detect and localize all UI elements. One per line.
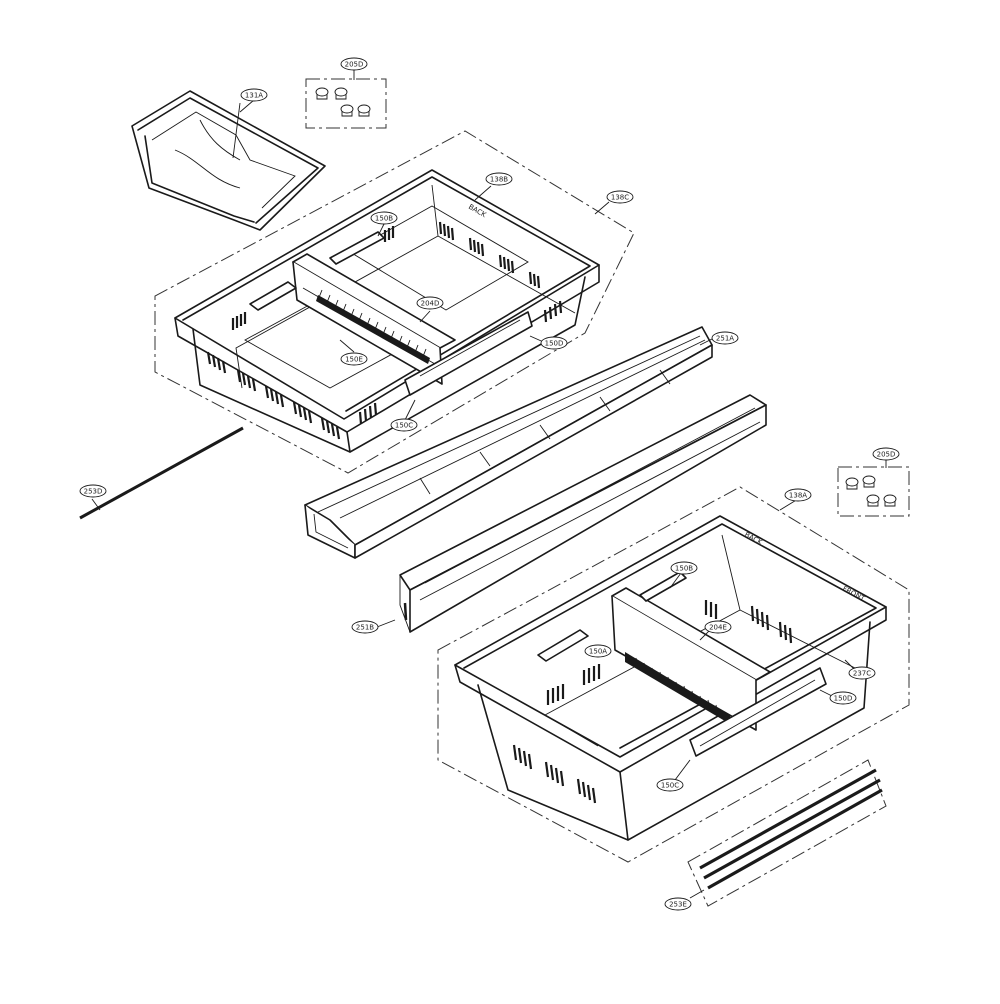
lower-basket-assembly-outline (437, 486, 910, 863)
callout-237C: 237C (848, 666, 876, 680)
svg-text:150C: 150C (395, 422, 413, 430)
upper-basket-assembly-outline (154, 130, 635, 474)
part-205D-top-grommets (305, 68, 387, 129)
callout-253D: 253D (79, 484, 107, 498)
svg-text:150D: 150D (834, 695, 853, 703)
callout-150C-top: 150C (390, 418, 418, 432)
part-253D-rod (79, 426, 244, 520)
svg-text:150C: 150C (661, 782, 679, 790)
callout-251B: 251B (351, 620, 379, 634)
part-131A-small-bin (131, 90, 326, 231)
svg-text:204D: 204D (421, 300, 440, 308)
callout-204E: 204E (704, 620, 732, 634)
callout-150D-top: 150D (540, 336, 568, 350)
callout-204D: 204D (416, 296, 444, 310)
part-138A-lower-basket: BACK FRONT (454, 515, 887, 841)
part-253E-strips (687, 759, 887, 907)
callout-150C-bottom: 150C (656, 778, 684, 792)
callout-138C: 138C (606, 190, 634, 204)
svg-text:204E: 204E (709, 624, 727, 632)
callout-150D-bottom: 150D (829, 691, 857, 705)
part-205D-right-grommets (837, 457, 910, 517)
callout-138B: 138B (485, 172, 513, 186)
callout-150B-bottom: 150B (670, 561, 698, 575)
callout-205D-top: 205D (340, 57, 368, 71)
svg-text:237C: 237C (853, 670, 871, 678)
svg-text:138A: 138A (789, 492, 807, 500)
callout-205D-right: 205D (872, 447, 900, 461)
callout-253E: 253E (664, 897, 692, 911)
part-138B-upper-basket: BACK (174, 169, 600, 453)
callout-131A: 131A (240, 88, 268, 102)
svg-text:253E: 253E (669, 901, 687, 909)
svg-text:150B: 150B (375, 215, 393, 223)
svg-text:150E: 150E (345, 356, 363, 364)
callout-150B-top: 150B (370, 211, 398, 225)
callout-150A: 150A (584, 644, 612, 658)
svg-text:138B: 138B (490, 176, 508, 184)
callout-150E: 150E (340, 352, 368, 366)
svg-text:131A: 131A (245, 92, 263, 100)
svg-text:150A: 150A (589, 648, 607, 656)
svg-text:251B: 251B (356, 624, 374, 632)
part-251A-upper-rail (304, 326, 713, 559)
svg-text:251A: 251A (716, 335, 734, 343)
callout-138A: 138A (784, 488, 812, 502)
part-251B-lower-rail (399, 394, 767, 633)
svg-text:150B: 150B (675, 565, 693, 573)
svg-text:150D: 150D (545, 340, 564, 348)
svg-text:205D: 205D (345, 61, 364, 69)
svg-text:138C: 138C (611, 194, 629, 202)
svg-text:253D: 253D (84, 488, 103, 496)
callout-251A: 251A (711, 331, 739, 345)
svg-text:205D: 205D (877, 451, 896, 459)
